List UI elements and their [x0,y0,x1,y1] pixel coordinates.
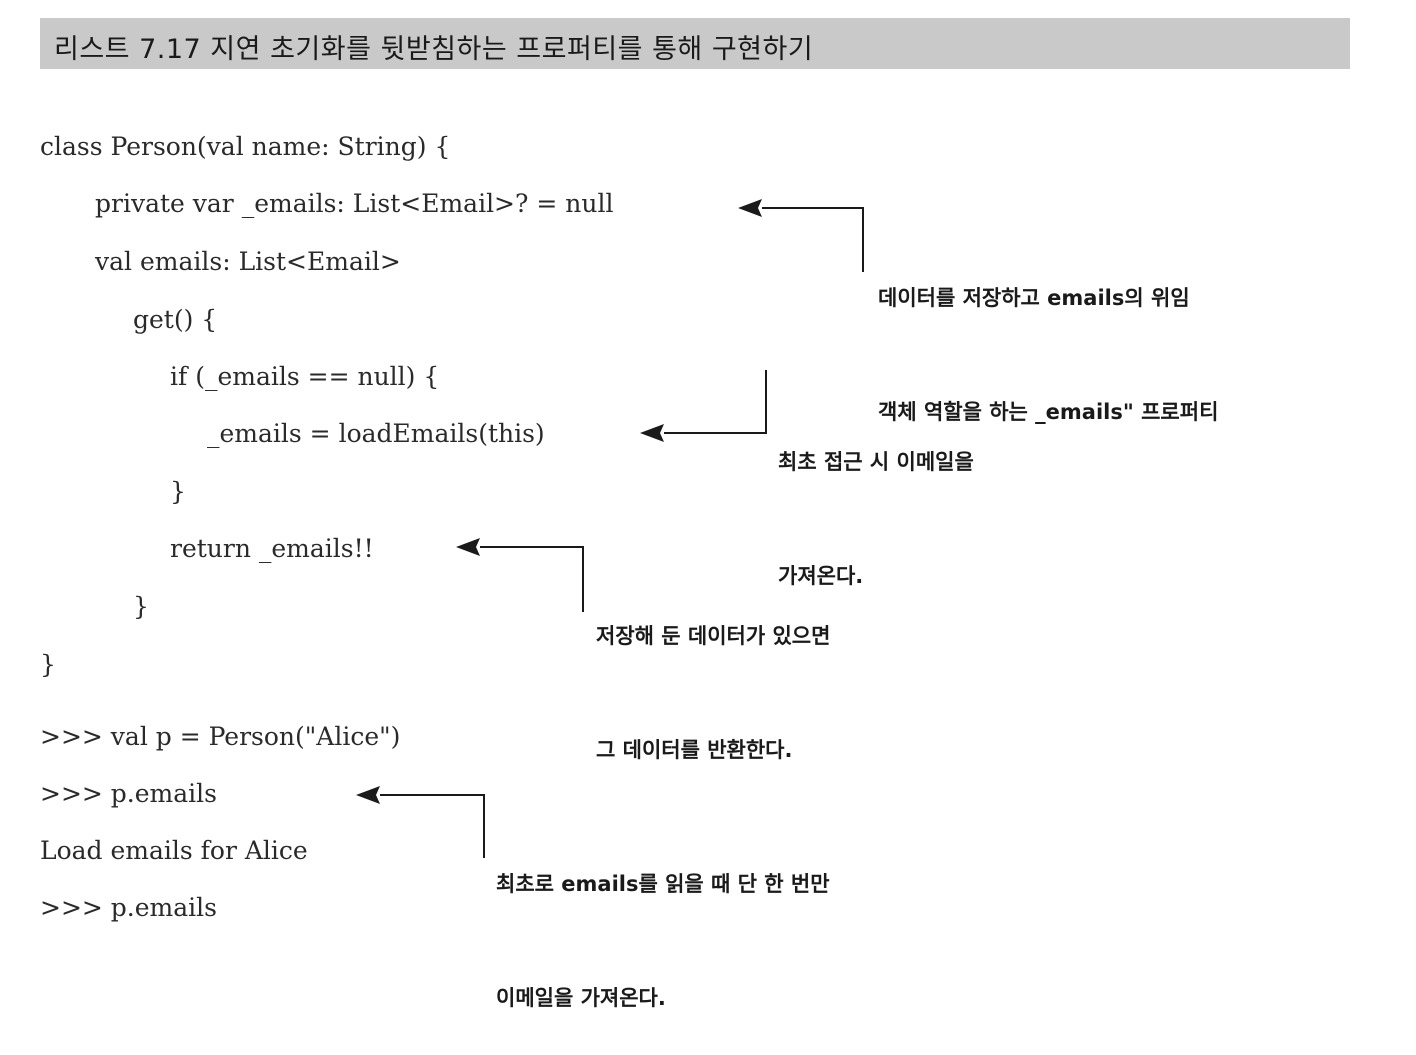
code-line-getter: get() { [133,305,218,334]
annotation-first-access: 최초 접근 시 이메일을 가져온다. [778,367,974,633]
code-line-close-class: } [40,650,56,679]
code-line-val-emails: val emails: List<Email> [95,247,401,276]
annotation-arrow-2 [640,370,767,442]
annotation-4-line-1: 최초로 emails를 읽을 때 단 한 번만 [496,872,830,896]
annotation-return-stored: 저장해 둔 데이터가 있으면 그 데이터를 반환한다. [596,541,830,807]
annotation-2-line-1: 최초 접근 시 이메일을 [778,450,974,474]
code-line-return: return _emails!! [170,534,374,563]
annotation-4-line-2: 이메일을 가져온다. [496,986,666,1010]
annotation-1-line-1: 데이터를 저장하고 emails의 위임 [878,286,1190,310]
annotation-arrow-4 [356,786,485,858]
listing-header: 리스트 7.17 지연 초기화를 뒷받침하는 프로퍼티를 통해 구현하기 [40,18,1350,69]
annotation-arrow-1 [738,199,864,272]
code-line-if-null: if (_emails == null) { [170,362,440,391]
annotation-arrow-3 [456,538,584,612]
annotation-backing-property: 데이터를 저장하고 emails의 위임 객체 역할을 하는 _emails" … [878,203,1218,469]
repl-output-load: Load emails for Alice [40,836,308,865]
listing-title: 리스트 7.17 지연 초기화를 뒷받침하는 프로퍼티를 통해 구현하기 [54,34,814,65]
annotation-3-line-2: 그 데이터를 반환한다. [596,738,793,762]
annotation-3-line-1: 저장해 둔 데이터가 있으면 [596,624,831,648]
annotation-1-line-2: 객체 역할을 하는 _emails" 프로퍼티 [878,400,1219,424]
code-line-private-var: private var _emails: List<Email>? = null [95,189,614,218]
code-line-load-emails: _emails = loadEmails(this) [207,419,545,448]
repl-line-emails-second: >>> p.emails [40,893,217,922]
annotation-load-once: 최초로 emails를 읽을 때 단 한 번만 이메일을 가져온다. [496,789,830,1055]
repl-line-emails-first: >>> p.emails [40,779,217,808]
code-line-close-if: } [170,477,186,506]
repl-line-create-person: >>> val p = Person("Alice") [40,722,401,751]
annotation-2-line-2: 가져온다. [778,564,864,588]
code-line-close-getter: } [133,592,149,621]
code-line-class-decl: class Person(val name: String) { [40,132,451,161]
annotation-arrows [356,199,864,858]
